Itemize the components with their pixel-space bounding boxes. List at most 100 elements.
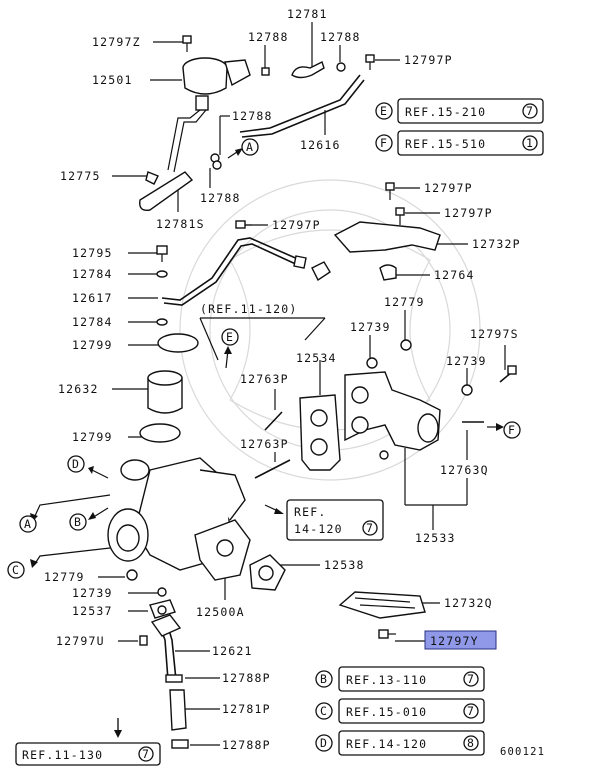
elbow-12533-port-1	[351, 386, 369, 404]
bolt-12797P-c	[385, 182, 395, 200]
label-12621: 12621	[212, 644, 253, 658]
elbow-12533-port-2	[351, 416, 369, 434]
svg-text:7: 7	[142, 747, 150, 761]
ref-row-B[interactable]: B REF.13-110 7	[315, 666, 485, 692]
ref-box-14-120[interactable]: REF. 14-120 7	[286, 499, 384, 541]
clamp-12799-b	[139, 423, 181, 443]
svg-text:F: F	[380, 136, 388, 150]
label-12533: 12533	[415, 531, 456, 545]
svg-text:REF.13-110: REF.13-110	[346, 673, 427, 687]
label-12784-b: 12784	[72, 315, 113, 329]
gasket-12534-hole-1	[310, 409, 328, 427]
label-12795: 12795	[72, 246, 113, 260]
svg-text:F: F	[508, 423, 516, 437]
nut-12739-d	[157, 587, 167, 597]
label-12764: 12764	[434, 268, 475, 282]
label-12501: 12501	[92, 73, 133, 87]
label-12799-b: 12799	[72, 430, 113, 444]
ref-box-11-130[interactable]: REF.11-130 7	[15, 742, 161, 766]
svg-text:B: B	[320, 672, 328, 686]
label-12788-d: 12788	[200, 191, 241, 205]
label-12500A: 12500A	[196, 605, 245, 619]
label-12788P-b: 12788P	[222, 738, 271, 752]
washer-12784-a	[156, 270, 168, 278]
label-12775: 12775	[60, 169, 101, 183]
svg-text:C: C	[12, 563, 20, 577]
label-12797S: 12797S	[470, 327, 519, 341]
label-12538: 12538	[324, 558, 365, 572]
label-12537: 12537	[72, 604, 113, 618]
heat-protector-12732Q-rib-1	[354, 597, 411, 603]
callout-D-turbo: D	[67, 455, 85, 473]
pipe-12616	[239, 74, 365, 138]
clip-12788-b	[336, 62, 346, 72]
label-12732Q: 12732Q	[444, 596, 493, 610]
clamp-12799-a	[157, 333, 199, 353]
ref-row-C[interactable]: C REF.15-010 7	[315, 698, 485, 724]
label-12763Q: 12763Q	[440, 463, 489, 477]
label-12788-b: 12788	[320, 30, 361, 44]
label-12763P-a: 12763P	[240, 372, 289, 386]
label-12617: 12617	[72, 291, 113, 305]
label-12797Y[interactable]: 12797Y	[430, 634, 479, 648]
clip-12764	[379, 264, 397, 281]
bracket-12732P	[333, 221, 441, 253]
label-12781S: 12781S	[156, 217, 205, 231]
nut-12779-b	[126, 569, 138, 581]
ref-row-D[interactable]: D REF.14-120 8	[315, 730, 485, 756]
label-12797Z: 12797Z	[92, 35, 141, 49]
pipe-12617	[161, 237, 301, 306]
svg-text:8: 8	[467, 736, 475, 750]
svg-text:7: 7	[467, 672, 475, 686]
heat-protector-12732Q-rib-2	[359, 604, 416, 609]
callout-F-elbow: F	[503, 421, 521, 439]
nut-12779-a	[400, 339, 412, 351]
washer-12784-b	[156, 318, 168, 326]
diagram-id: 600121	[500, 746, 545, 758]
svg-text:REF.15-010: REF.15-010	[346, 705, 427, 719]
svg-text:B: B	[74, 515, 82, 529]
label-12779-a: 12779	[384, 295, 425, 309]
hose-end-12617	[311, 261, 331, 282]
label-12799-a: 12799	[72, 338, 113, 352]
label-12797P-c: 12797P	[424, 181, 473, 195]
ref-row-E[interactable]: E REF.15-210 7	[375, 98, 544, 124]
callout-B-turbo: B	[69, 513, 87, 531]
bolt-12797Z	[182, 35, 192, 52]
bolt-12797Y	[378, 629, 396, 639]
svg-text:E: E	[380, 104, 388, 118]
label-12797P-d: 12797P	[444, 206, 493, 220]
svg-text:14-120: 14-120	[294, 522, 343, 536]
svg-text:A: A	[246, 140, 254, 154]
bolt-12797U	[139, 635, 148, 646]
hose-12632-top	[147, 370, 183, 386]
label-12732P: 12732P	[472, 237, 521, 251]
svg-text:A: A	[24, 517, 32, 531]
label-12739-c: 12739	[72, 586, 113, 600]
callout-A-pipe: A	[241, 138, 259, 156]
gasket-12537-hole	[157, 605, 167, 615]
svg-text:D: D	[72, 457, 80, 471]
clip-12788P-b	[171, 739, 189, 749]
label-12781: 12781	[287, 7, 328, 21]
svg-text:REF.15-510: REF.15-510	[405, 137, 486, 151]
bolt-12797P-d	[395, 207, 405, 225]
svg-text:REF.11-130: REF.11-130	[22, 748, 103, 762]
direction-arrows	[30, 148, 504, 738]
label-12632: 12632	[58, 382, 99, 396]
nut-12739-a	[366, 357, 378, 369]
svg-text:7: 7	[467, 704, 475, 718]
hose-12781	[291, 61, 325, 79]
svg-text:REF.15-210: REF.15-210	[405, 105, 486, 119]
stud-12763P-b	[254, 459, 291, 479]
ref-row-F[interactable]: F REF.15-510 1	[375, 130, 544, 156]
bolt-12797S	[499, 365, 517, 383]
label-12788P-a: 12788P	[222, 671, 271, 685]
label-12797P-b: 12797P	[272, 218, 321, 232]
label-12534: 12534	[296, 351, 337, 365]
elbow-12533-outlet	[417, 413, 439, 443]
label-12616: 12616	[300, 138, 341, 152]
callout-C-turbo: C	[7, 561, 25, 579]
gasket-12534	[299, 394, 341, 471]
